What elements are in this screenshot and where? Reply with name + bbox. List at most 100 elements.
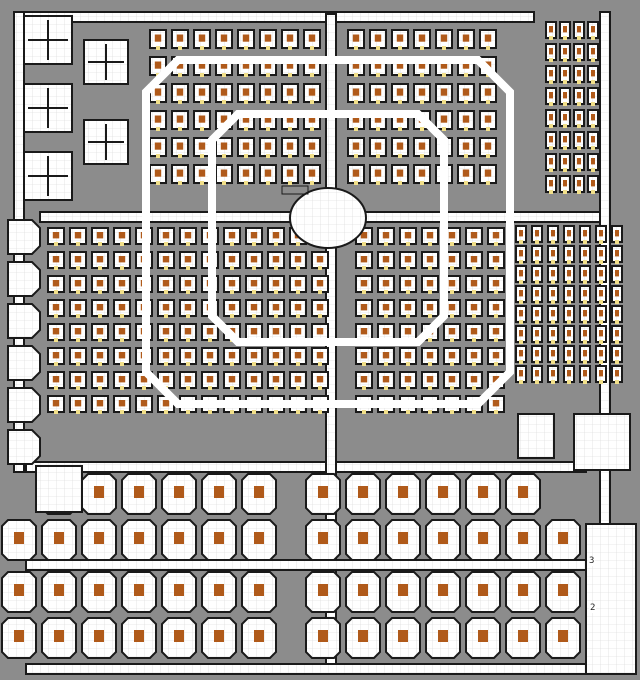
- cell-door: [230, 242, 234, 246]
- cell: [611, 285, 623, 304]
- cell-furniture: [228, 304, 236, 311]
- cell-furniture: [404, 328, 412, 335]
- cell-door: [599, 260, 603, 264]
- cell-door: [76, 266, 80, 270]
- cell-furniture: [176, 142, 184, 150]
- cell: [355, 347, 373, 366]
- cell-door: [535, 340, 539, 344]
- cell: [193, 83, 211, 104]
- cell: [311, 275, 329, 294]
- cell: [457, 29, 475, 50]
- cell-door: [567, 320, 571, 324]
- cell-furniture: [563, 114, 567, 121]
- cell-furniture: [577, 136, 581, 143]
- room-label-2: 2: [589, 603, 597, 613]
- room-divider: [88, 124, 124, 160]
- cell-furniture: [118, 328, 126, 335]
- cell-door: [406, 362, 410, 366]
- cell: [355, 299, 373, 318]
- cell: [531, 285, 543, 304]
- cell: [547, 285, 559, 304]
- south-cell-furniture: [478, 486, 488, 498]
- cell-door: [76, 410, 80, 414]
- cell-door: [296, 266, 300, 270]
- cell-door: [551, 280, 555, 284]
- cell-door: [519, 300, 523, 304]
- cell: [113, 347, 131, 366]
- cell-door: [567, 360, 571, 364]
- cell-door: [384, 290, 388, 294]
- cell-door: [76, 314, 80, 318]
- cell-door: [615, 320, 619, 324]
- cell-furniture: [176, 61, 184, 69]
- cell: [91, 227, 109, 246]
- cell: [237, 164, 255, 185]
- east-square-room-2: [573, 413, 631, 471]
- cell: [487, 251, 505, 270]
- cell-furniture: [294, 280, 302, 287]
- cell: [223, 371, 241, 390]
- cell-door: [549, 80, 553, 84]
- cell-furniture: [374, 88, 382, 96]
- cell-furniture: [374, 115, 382, 123]
- cell-door: [266, 46, 270, 50]
- south-cell-furniture: [214, 630, 224, 642]
- south-cell-furniture: [398, 486, 408, 498]
- cell-door: [244, 73, 248, 77]
- cell-furniture: [535, 270, 539, 277]
- cell-door: [296, 242, 300, 246]
- cell: [267, 371, 285, 390]
- cell: [171, 29, 189, 50]
- cell: [563, 305, 575, 324]
- cell-furniture: [382, 352, 390, 359]
- cell-furniture: [264, 142, 272, 150]
- cell-door: [222, 181, 226, 185]
- cell-furniture: [176, 115, 184, 123]
- cell: [573, 21, 585, 40]
- cell-door: [494, 410, 498, 414]
- cell-door: [494, 290, 498, 294]
- cell-furniture: [519, 270, 523, 277]
- cell-furniture: [360, 328, 368, 335]
- cell: [47, 323, 65, 342]
- nw-square-room: [23, 151, 73, 201]
- cell: [369, 137, 387, 158]
- cell: [465, 371, 483, 390]
- cell: [457, 137, 475, 158]
- cell-door: [563, 146, 567, 150]
- cell-door: [428, 314, 432, 318]
- cell-furniture: [535, 370, 539, 377]
- cell-door: [354, 181, 358, 185]
- cell-door: [200, 73, 204, 77]
- cell: [611, 225, 623, 244]
- cell-door: [362, 290, 366, 294]
- cell-furniture: [567, 310, 571, 317]
- cell: [487, 227, 505, 246]
- cell: [515, 325, 527, 344]
- cell: [289, 347, 307, 366]
- cell-furniture: [599, 250, 603, 257]
- cell-furniture: [535, 250, 539, 257]
- cell: [91, 275, 109, 294]
- cell-door: [406, 242, 410, 246]
- cell: [573, 175, 585, 194]
- cell: [579, 265, 591, 284]
- cell-door: [54, 314, 58, 318]
- south-cell-furniture: [54, 630, 64, 642]
- cell-furniture: [316, 280, 324, 287]
- cell-door: [577, 80, 581, 84]
- cell-door: [252, 314, 256, 318]
- cell: [531, 265, 543, 284]
- cell-door: [222, 100, 226, 104]
- cell-door: [54, 338, 58, 342]
- cell-furniture: [286, 34, 294, 42]
- cell: [443, 323, 461, 342]
- cell-furniture: [591, 114, 595, 121]
- cell: [465, 299, 483, 318]
- cell: [587, 21, 599, 40]
- cell-door: [563, 168, 567, 172]
- cell-furniture: [492, 376, 500, 383]
- cell-door: [230, 362, 234, 366]
- cell-door: [535, 360, 539, 364]
- cell-furniture: [74, 376, 82, 383]
